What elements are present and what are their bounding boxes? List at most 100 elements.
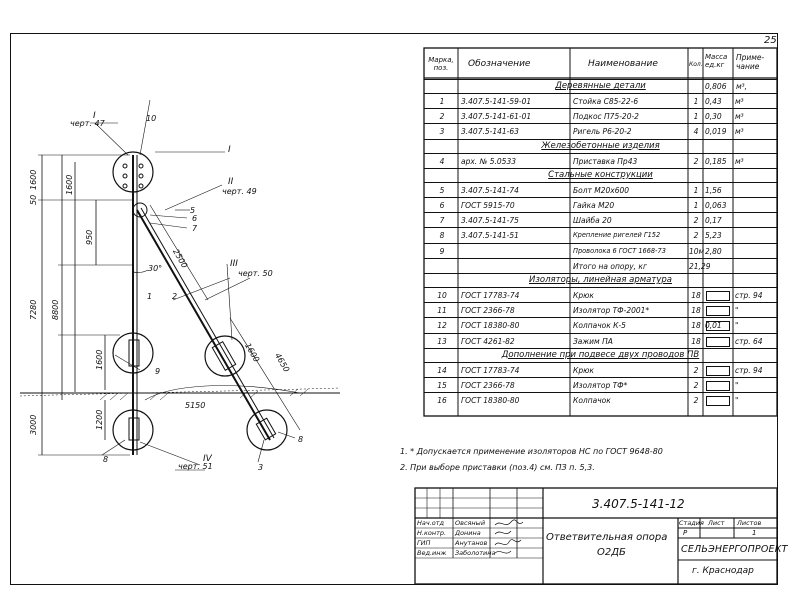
note-2: 2. При выборе приставки (поз.4) см. ПЗ п… [400, 463, 595, 472]
cell-designation: ГОСТ 17783-74 [461, 365, 520, 375]
cell-qty: 10м [689, 246, 705, 256]
cell-qty: 2 [693, 216, 699, 226]
section-title: Стальные конструкции [548, 169, 653, 180]
role-name: Овсяный [455, 519, 486, 527]
cell-qty: 1 [693, 201, 699, 210]
cell-note: стр. 94 [735, 291, 763, 300]
note-1: 1. * Допускается применение изоляторов Н… [400, 447, 663, 456]
position-label: 2 [172, 292, 178, 301]
cell-pos: 7 [439, 216, 445, 226]
cell-qty: 1 [693, 112, 699, 122]
cell-pos: 8 [439, 231, 445, 241]
role-label: Нач.отд [417, 519, 445, 527]
cell-name: Крюк [573, 365, 594, 375]
section-label-ii: II [228, 177, 234, 187]
drawing-title: Ответвительная опора [546, 532, 668, 543]
cell-name: Зажим ПА [573, 336, 613, 346]
cell-mass: 0,17 [705, 216, 722, 226]
position-label: 7 [192, 224, 198, 233]
page-number: 25 [764, 35, 777, 46]
cell-mass: 0,43 [705, 97, 722, 106]
cell-designation: 3.407.5-141-75 [461, 216, 519, 226]
section-label-iii: III [230, 259, 238, 269]
cell-name: Приставка Пр43 [573, 156, 638, 166]
sheets-label: Листов [737, 519, 762, 527]
mass-box [706, 321, 730, 332]
row-divider [424, 138, 777, 140]
cell-qty: 2 [693, 156, 699, 166]
drawing-subtitle: О2ДБ [597, 547, 626, 558]
cell-qty: 4 [693, 127, 699, 137]
cell-mass: 0,185 [705, 156, 727, 166]
row-divider [424, 79, 777, 80]
cell-qty: 18 [691, 291, 701, 300]
role-name: Заболотина [455, 549, 496, 557]
cell-mass: 0,30 [705, 112, 722, 122]
org-name: СЕЛЬЭНЕРГОПРОЕКТ [681, 544, 788, 555]
cell-name: Шайба 20 [573, 216, 612, 226]
role-label: ГИП [417, 539, 431, 547]
section-title: Изоляторы, линейная арматура [529, 275, 672, 285]
cell-pos: 3 [439, 127, 445, 137]
section-title: Деревянные детали [555, 81, 646, 91]
role-label: Вед.инж [417, 549, 447, 557]
cell-designation: ГОСТ 2366-78 [461, 306, 515, 316]
cell-name: Крепление ригелей Г152 [573, 231, 661, 240]
callout-chert-47: черт. 47 [70, 119, 105, 128]
position-label: 6 [192, 214, 198, 223]
cell-designation: ГОСТ 17783-74 [461, 291, 520, 300]
cell-note: " [735, 396, 739, 406]
header-note: Приме- чание [736, 53, 765, 71]
header-pos: Марка, поз. [428, 56, 454, 73]
cell-pos: 12 [437, 321, 447, 331]
cell-designation: 3.407.5-141-51 [461, 231, 519, 241]
row-divider [424, 167, 777, 169]
position-label: 9 [155, 367, 161, 376]
table-row: 7 3.407.5-141-75 Шайба 20 2 0,17 [424, 212, 777, 228]
mass-box [706, 336, 730, 347]
position-label: 8 [103, 455, 109, 464]
cell-pos: 1 [439, 97, 445, 106]
cell-designation: 3.407.5-141-74 [461, 185, 519, 195]
cell-designation: ГОСТ 2366-78 [461, 381, 515, 390]
cell-name: Изолятор ТФ-2001* [573, 306, 650, 316]
cell-designation: ГОСТ 18380-80 [461, 396, 520, 406]
cell-name: Стойка С85-22-6 [573, 97, 639, 106]
header-qty: Кол. [689, 61, 703, 68]
callout-chert-49: черт. 49 [222, 187, 257, 196]
cell-pos: 2 [439, 112, 445, 122]
cell-pos: 10 [437, 291, 447, 300]
cell-qty: 1 [693, 185, 699, 195]
cell-qty: 2 [693, 365, 699, 375]
cell-pos: 13 [437, 336, 447, 346]
cell-qty: 18 [691, 336, 701, 346]
header-designation: Обозначение [468, 59, 531, 69]
stage-value: Р [683, 529, 688, 537]
callout-chert-51: черт. 51 [178, 462, 213, 471]
cell-mass: 2,80 [705, 246, 722, 256]
section-title: Дополнение при подвесе двух проводов ПВ [501, 349, 700, 360]
cell-note: " [735, 381, 739, 390]
cell-note: м³ [735, 112, 744, 122]
cell-qty: 2 [693, 381, 699, 390]
cell-pos: 9 [439, 246, 445, 256]
mass-box [706, 396, 730, 407]
callout-chert-50: черт. 50 [238, 269, 273, 278]
position-label: 5 [190, 206, 196, 215]
cell-qty: 2 [693, 231, 699, 241]
cell-qty: 2 [693, 396, 699, 406]
cell-designation: 3.407.5-141-63 [461, 127, 519, 137]
cell-pos: 4 [439, 156, 445, 166]
cell-pos: 6 [439, 201, 445, 210]
